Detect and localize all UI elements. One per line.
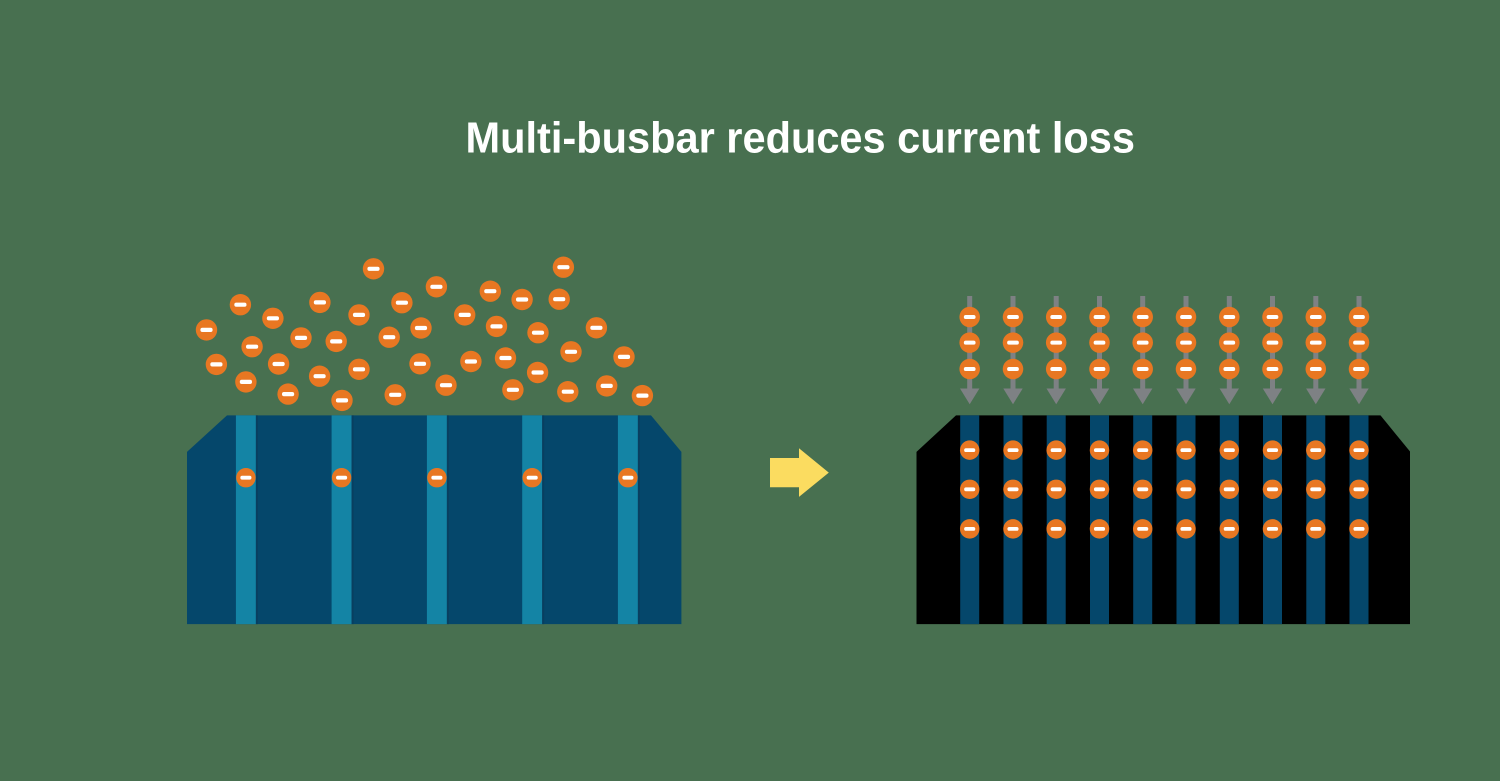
svg-text:Multi-busbar reduces current l: Multi-busbar reduces current loss [466,114,1136,163]
